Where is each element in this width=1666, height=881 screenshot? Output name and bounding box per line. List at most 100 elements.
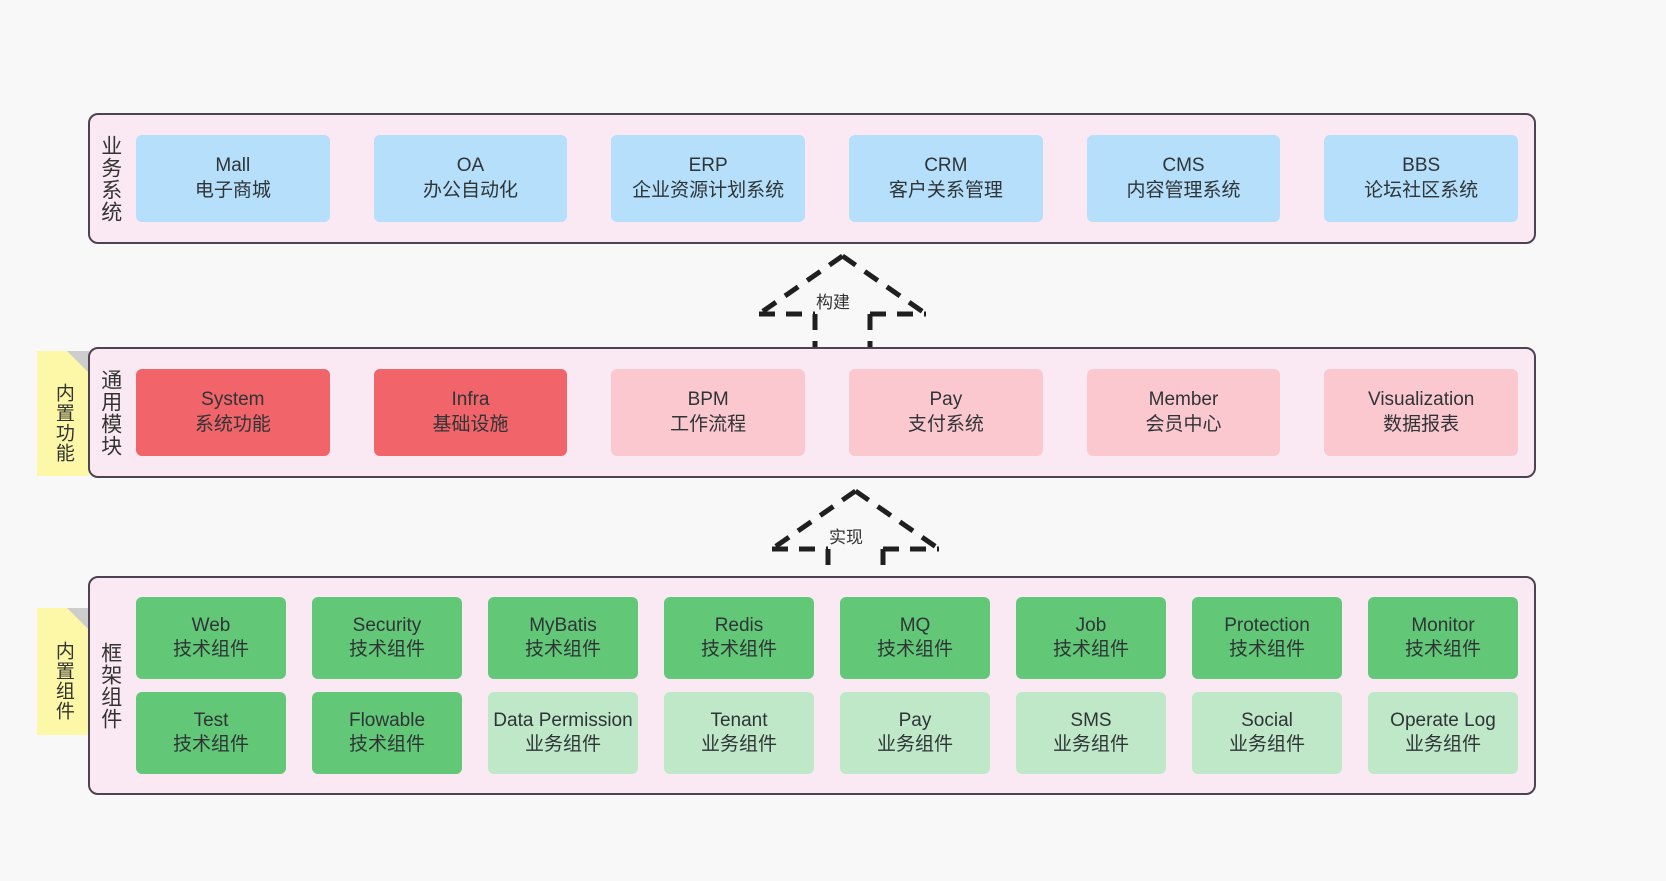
framework-box-mybatis[interactable]: MyBatis 技术组件 [488, 597, 638, 679]
framework-box-mq[interactable]: MQ 技术组件 [840, 597, 990, 679]
common-box-visualization[interactable]: Visualization 数据报表 [1324, 369, 1518, 456]
box-title: Protection [1224, 614, 1310, 636]
business-box-oa[interactable]: OA 办公自动化 [373, 135, 568, 222]
box-title: Mall [215, 155, 251, 177]
box-title: Monitor [1411, 614, 1475, 636]
business-box-bbs[interactable]: BBS 论坛社区系统 [1324, 135, 1518, 222]
framework-box-test[interactable]: Test 技术组件 [136, 692, 286, 774]
common-box-member[interactable]: Member 会员中心 [1086, 369, 1281, 456]
layer-common-body: System 系统功能 Infra 基础设施 BPM 工作流程 Pay 支付系统… [130, 349, 1534, 476]
connector-build-label: 构建 [816, 293, 850, 312]
box-subtitle: 技术组件 [700, 639, 777, 660]
box-title: CMS [1162, 155, 1205, 177]
common-box-grid: System 系统功能 Infra 基础设施 BPM 工作流程 Pay 支付系统… [136, 369, 1518, 456]
box-subtitle: 技术组件 [524, 639, 601, 660]
common-box-pay[interactable]: Pay 支付系统 [849, 369, 1043, 456]
box-subtitle: 技术组件 [1228, 639, 1305, 660]
box-subtitle: 技术组件 [172, 639, 249, 660]
business-box-crm[interactable]: CRM 客户关系管理 [849, 135, 1043, 222]
box-title: CRM [924, 155, 968, 177]
framework-box-operate-log[interactable]: Operate Log 业务组件 [1368, 692, 1518, 774]
box-subtitle: 会员中心 [1145, 413, 1222, 435]
box-title: Operate Log [1390, 709, 1496, 731]
layer-framework-component: 框架组件 Web 技术组件 Security 技术组件 MyBatis 技术组件 [88, 576, 1536, 795]
box-title: Security [352, 614, 422, 636]
sticky-note-builtin-component: 内置组件 [37, 608, 89, 735]
framework-box-security[interactable]: Security 技术组件 [312, 597, 462, 679]
framework-box-social[interactable]: Social 业务组件 [1192, 692, 1342, 774]
framework-box-data-permission[interactable]: Data Permission 业务组件 [488, 692, 638, 774]
box-subtitle: 业务组件 [1404, 734, 1481, 755]
box-subtitle: 数据报表 [1383, 413, 1460, 435]
box-subtitle: 工作流程 [670, 413, 747, 435]
box-subtitle: 基础设施 [432, 413, 509, 435]
box-subtitle: 企业资源计划系统 [632, 179, 785, 201]
framework-box-pay[interactable]: Pay 业务组件 [840, 692, 990, 774]
framework-box-flowable[interactable]: Flowable 技术组件 [312, 692, 462, 774]
box-subtitle: 技术组件 [348, 734, 425, 755]
framework-box-protection[interactable]: Protection 技术组件 [1192, 597, 1342, 679]
framework-box-job[interactable]: Job 技术组件 [1016, 597, 1166, 679]
box-subtitle: 论坛社区系统 [1364, 179, 1479, 201]
box-title: BPM [687, 389, 729, 411]
layer-business-system: 业务系统 Mall 电子商城 OA 办公自动化 ERP 企业资源计划系统 CRM… [88, 113, 1536, 244]
layer-framework-title: 框架组件 [98, 641, 122, 730]
layer-business-title: 业务系统 [98, 134, 122, 223]
box-title: System [201, 389, 265, 411]
layer-framework-body: Web 技术组件 Security 技术组件 MyBatis 技术组件 Redi… [130, 578, 1534, 793]
box-subtitle: 支付系统 [907, 413, 984, 435]
box-title: Job [1075, 614, 1107, 636]
box-title: ERP [688, 155, 728, 177]
framework-box-redis[interactable]: Redis 技术组件 [664, 597, 814, 679]
business-box-erp[interactable]: ERP 企业资源计划系统 [611, 135, 805, 222]
common-box-bpm[interactable]: BPM 工作流程 [611, 369, 805, 456]
box-subtitle: 业务组件 [1228, 734, 1305, 755]
box-subtitle: 技术组件 [1052, 639, 1129, 660]
box-subtitle: 技术组件 [172, 734, 249, 755]
layer-common-module: 通用模块 System 系统功能 Infra 基础设施 BPM 工作流程 Pay… [88, 347, 1536, 478]
box-subtitle: 内容管理系统 [1126, 179, 1241, 201]
business-box-cms[interactable]: CMS 内容管理系统 [1086, 135, 1281, 222]
box-title: Pay [898, 709, 932, 731]
box-title: Data Permission [493, 709, 633, 731]
framework-box-sms[interactable]: SMS 业务组件 [1016, 692, 1166, 774]
common-box-system[interactable]: System 系统功能 [136, 369, 330, 456]
box-subtitle: 办公自动化 [422, 179, 518, 201]
box-title: OA [456, 155, 485, 177]
box-title: Flowable [348, 709, 426, 731]
box-title: SMS [1070, 709, 1112, 731]
box-subtitle: 技术组件 [876, 639, 953, 660]
framework-box-monitor[interactable]: Monitor 技术组件 [1368, 597, 1518, 679]
box-title: Social [1241, 709, 1293, 731]
connector-implement-label: 实现 [829, 528, 863, 547]
box-title: Infra [451, 389, 490, 411]
box-title: Tenant [710, 709, 768, 731]
box-subtitle: 技术组件 [1404, 639, 1481, 660]
box-title: BBS [1402, 155, 1441, 177]
box-title: Redis [714, 614, 764, 636]
box-subtitle: 客户关系管理 [888, 179, 1003, 201]
box-subtitle: 业务组件 [524, 734, 601, 755]
sticky-note-builtin-function: 内置功能 [37, 351, 89, 476]
box-title: Visualization [1368, 389, 1475, 411]
box-title: Test [193, 709, 229, 731]
box-title: Member [1148, 389, 1219, 411]
box-subtitle: 技术组件 [348, 639, 425, 660]
box-title: Pay [929, 389, 963, 411]
business-box-mall[interactable]: Mall 电子商城 [136, 135, 330, 222]
box-title: Web [191, 614, 231, 636]
framework-row-business: Test 技术组件 Flowable 技术组件 Data Permission … [136, 692, 1518, 774]
box-subtitle: 电子商城 [194, 179, 271, 201]
box-subtitle: 业务组件 [876, 734, 953, 755]
box-title: MyBatis [529, 614, 597, 636]
framework-box-web[interactable]: Web 技术组件 [136, 597, 286, 679]
box-title: MQ [899, 614, 931, 636]
common-box-infra[interactable]: Infra 基础设施 [373, 369, 568, 456]
layer-common-title: 通用模块 [98, 368, 122, 457]
box-subtitle: 业务组件 [1052, 734, 1129, 755]
business-box-grid: Mall 电子商城 OA 办公自动化 ERP 企业资源计划系统 CRM 客户关系… [136, 135, 1518, 222]
box-subtitle: 业务组件 [700, 734, 777, 755]
framework-box-tenant[interactable]: Tenant 业务组件 [664, 692, 814, 774]
framework-row-technical: Web 技术组件 Security 技术组件 MyBatis 技术组件 Redi… [136, 597, 1518, 679]
